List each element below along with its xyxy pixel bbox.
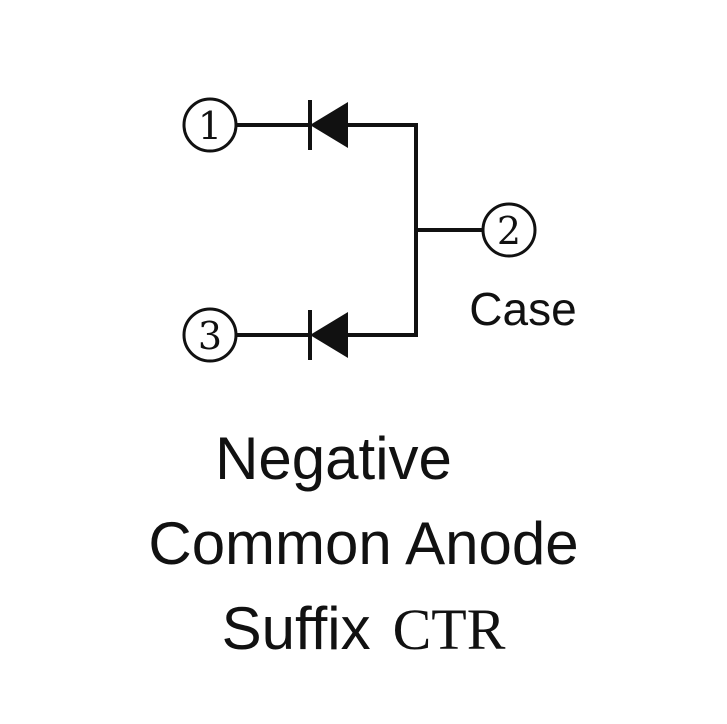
caption-line-1: Negative <box>215 425 452 492</box>
case-label: Case <box>469 283 576 335</box>
pin-2-number: 2 <box>497 209 521 253</box>
wires <box>236 123 483 337</box>
caption-line-3: Suffix CTR <box>0 593 727 666</box>
diode-1 <box>308 100 348 150</box>
caption-suffix-code: CTR <box>392 597 506 662</box>
pin-3-terminal: 3 <box>182 307 238 363</box>
pin-3-number: 3 <box>198 314 222 358</box>
caption-line-2: Common Anode <box>148 510 579 577</box>
diode-2-triangle <box>310 312 348 358</box>
diode-2 <box>308 310 348 360</box>
diode-1-triangle <box>310 102 348 148</box>
pin-2-terminal: 2 <box>481 202 537 258</box>
pin-1-number: 1 <box>198 104 222 148</box>
caption-suffix-word: Suffix <box>221 595 371 662</box>
pin-1-terminal: 1 <box>182 97 238 153</box>
